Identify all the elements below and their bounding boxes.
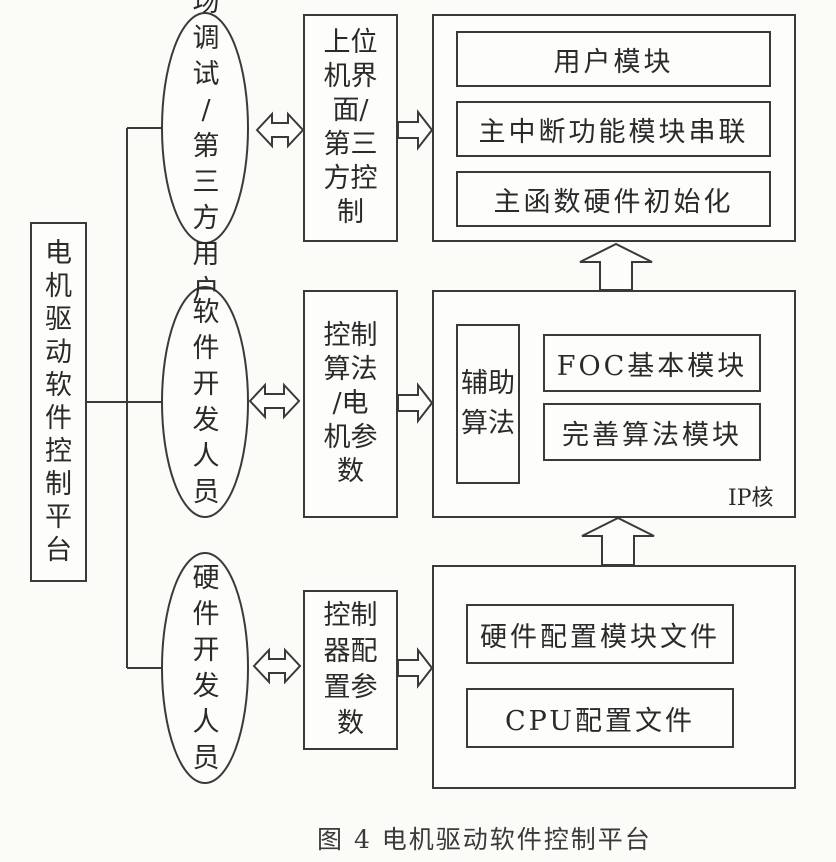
- module-cpu-config: CPU配置文件: [466, 688, 734, 748]
- interface-label-controller: 控制器配置参数: [323, 600, 378, 739]
- double-arrow-1: [255, 111, 305, 149]
- module-main-init: 主函数硬件初始化: [456, 171, 771, 227]
- aux-algorithm-label: 辅助算法: [461, 368, 515, 439]
- user-ellipse-1: [161, 12, 249, 244]
- user-ellipse-3: [161, 552, 249, 784]
- hardware-layer-box: [432, 565, 796, 789]
- aux-algorithm-box: 辅助算法: [456, 324, 520, 484]
- interface-box-algorithm: 控制算法/电机参数: [303, 290, 398, 518]
- figure-caption: 图 4 电机驱动软件控制平台: [317, 825, 652, 854]
- user-label-hardware-dev: 硬件开发人员: [192, 563, 220, 774]
- module-advanced-algorithm: 完善算法模块: [543, 403, 761, 461]
- module-user: 用户模块: [456, 31, 771, 87]
- arrow-right-3: [397, 647, 434, 689]
- user-label-software-dev: 软件开发人员: [192, 297, 220, 508]
- double-arrow-3: [252, 647, 302, 685]
- platform-box: 电机驱动软件控制平台: [30, 222, 87, 582]
- interface-box-host: 上位机界面/第三方控制: [303, 14, 398, 242]
- double-arrow-2: [248, 382, 301, 420]
- arrow-right-2: [397, 382, 434, 424]
- interface-label-host: 上位机界面/第三方控制: [323, 27, 378, 228]
- interface-label-algorithm: 控制算法/电机参数: [323, 320, 378, 487]
- module-hardware-config: 硬件配置模块文件: [466, 604, 734, 664]
- arrow-right-1: [397, 109, 434, 151]
- interface-box-controller: 控制器配置参数: [303, 590, 398, 750]
- ip-core-label: IP核: [728, 486, 774, 511]
- platform-title: 电机驱动软件控制平台: [45, 238, 72, 566]
- module-foc-basic: FOC基本模块: [543, 334, 761, 392]
- arrow-up-1: [579, 242, 653, 291]
- user-ellipse-2: [161, 286, 249, 518]
- arrow-up-2: [581, 516, 655, 566]
- module-main-interrupt: 主中断功能模块串联: [456, 101, 771, 157]
